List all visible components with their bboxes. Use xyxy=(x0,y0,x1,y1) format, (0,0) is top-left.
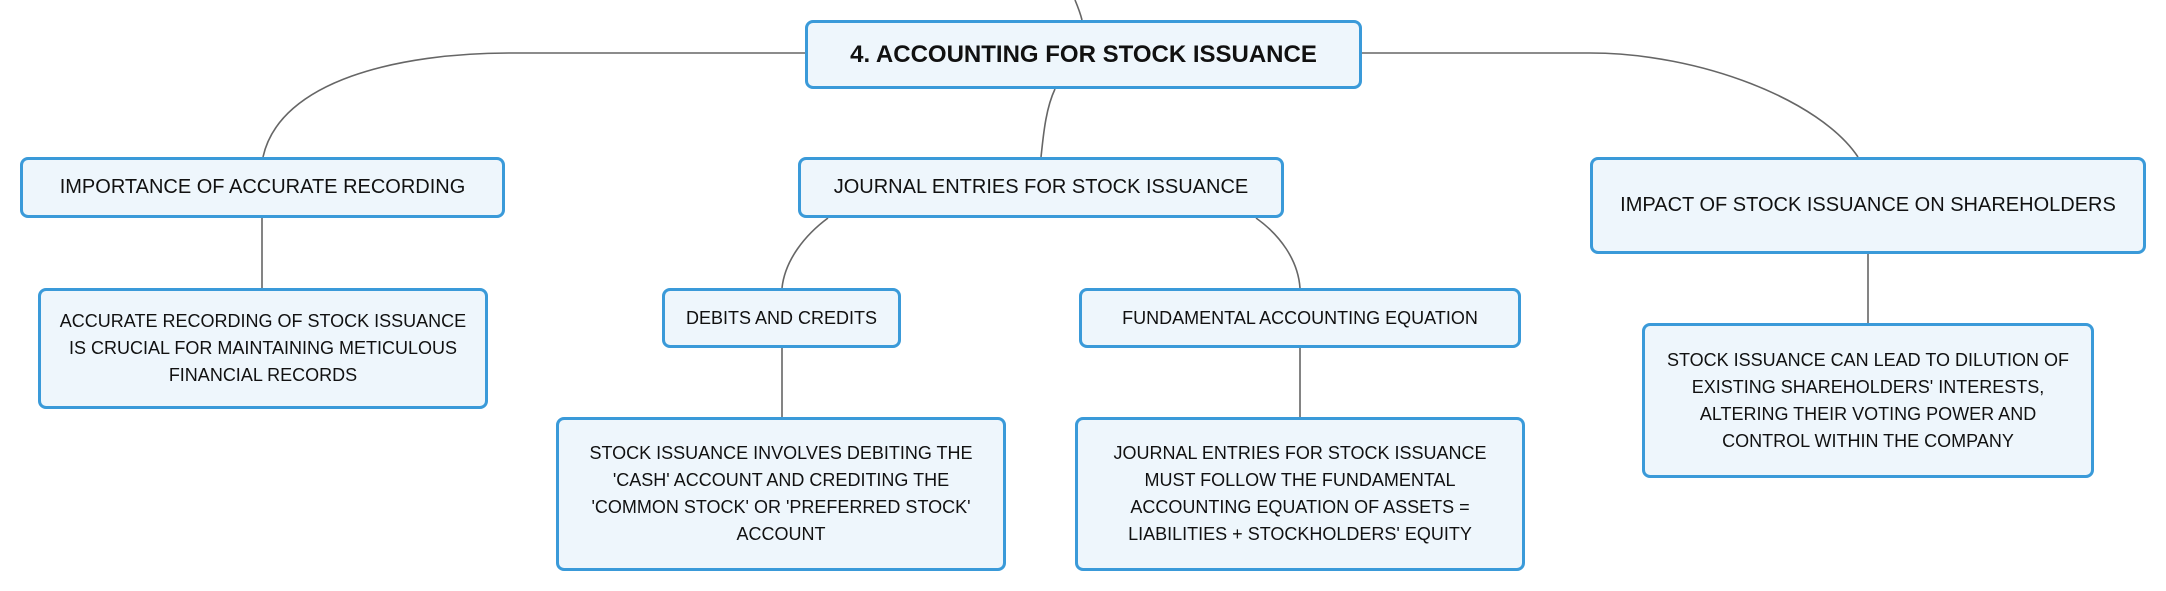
root-label: 4. ACCOUNTING FOR STOCK ISSUANCE xyxy=(850,40,1317,68)
leaf-debits-node[interactable]: STOCK ISSUANCE INVOLVES DEBITING THE 'CA… xyxy=(556,417,1006,571)
root-node[interactable]: 4. ACCOUNTING FOR STOCK ISSUANCE xyxy=(805,20,1362,89)
leaf-importance-node[interactable]: ACCURATE RECORDING OF STOCK ISSUANCE IS … xyxy=(38,288,488,409)
leaf-equation-node[interactable]: JOURNAL ENTRIES FOR STOCK ISSUANCE MUST … xyxy=(1075,417,1525,571)
branch-importance-label: IMPORTANCE OF ACCURATE RECORDING xyxy=(59,176,466,198)
subbranch-debits-node[interactable]: DEBITS AND CREDITS xyxy=(662,288,901,348)
connector-root-to-impact xyxy=(1362,52,1859,158)
subbranch-debits-label: DEBITS AND CREDITS xyxy=(685,307,878,328)
branch-journal-label: JOURNAL ENTRIES FOR STOCK ISSUANCE xyxy=(833,176,1249,198)
subbranch-equation-node[interactable]: FUNDAMENTAL ACCOUNTING EQUATION xyxy=(1079,288,1521,348)
branch-importance-node[interactable]: IMPORTANCE OF ACCURATE RECORDING xyxy=(20,157,505,218)
subbranch-equation-label: FUNDAMENTAL ACCOUNTING EQUATION xyxy=(1122,307,1478,328)
leaf-impact-node[interactable]: STOCK ISSUANCE CAN LEAD TO DILUTION OF E… xyxy=(1642,323,2094,478)
branch-journal-node[interactable]: JOURNAL ENTRIES FOR STOCK ISSUANCE xyxy=(798,157,1284,218)
leaf-debits-label: STOCK ISSUANCE INVOLVES DEBITING THE 'CA… xyxy=(589,443,973,544)
leaf-equation-label: JOURNAL ENTRIES FOR STOCK ISSUANCE MUST … xyxy=(1113,443,1487,544)
leaf-impact-label: STOCK ISSUANCE CAN LEAD TO DILUTION OF E… xyxy=(1666,349,2070,451)
branch-impact-label: IMPACT OF STOCK ISSUANCE ON SHAREHOLDERS xyxy=(1620,194,2116,216)
leaf-importance-label: ACCURATE RECORDING OF STOCK ISSUANCE IS … xyxy=(59,311,467,385)
connector-root-to-journal xyxy=(1040,88,1056,158)
connector-root-to-importance xyxy=(262,52,805,158)
connector-parent-to-root xyxy=(1074,0,1083,21)
connector-journal-to-equation xyxy=(1255,217,1301,289)
connector-journal-to-debits xyxy=(781,217,829,289)
branch-impact-node[interactable]: IMPACT OF STOCK ISSUANCE ON SHAREHOLDERS xyxy=(1590,157,2146,254)
